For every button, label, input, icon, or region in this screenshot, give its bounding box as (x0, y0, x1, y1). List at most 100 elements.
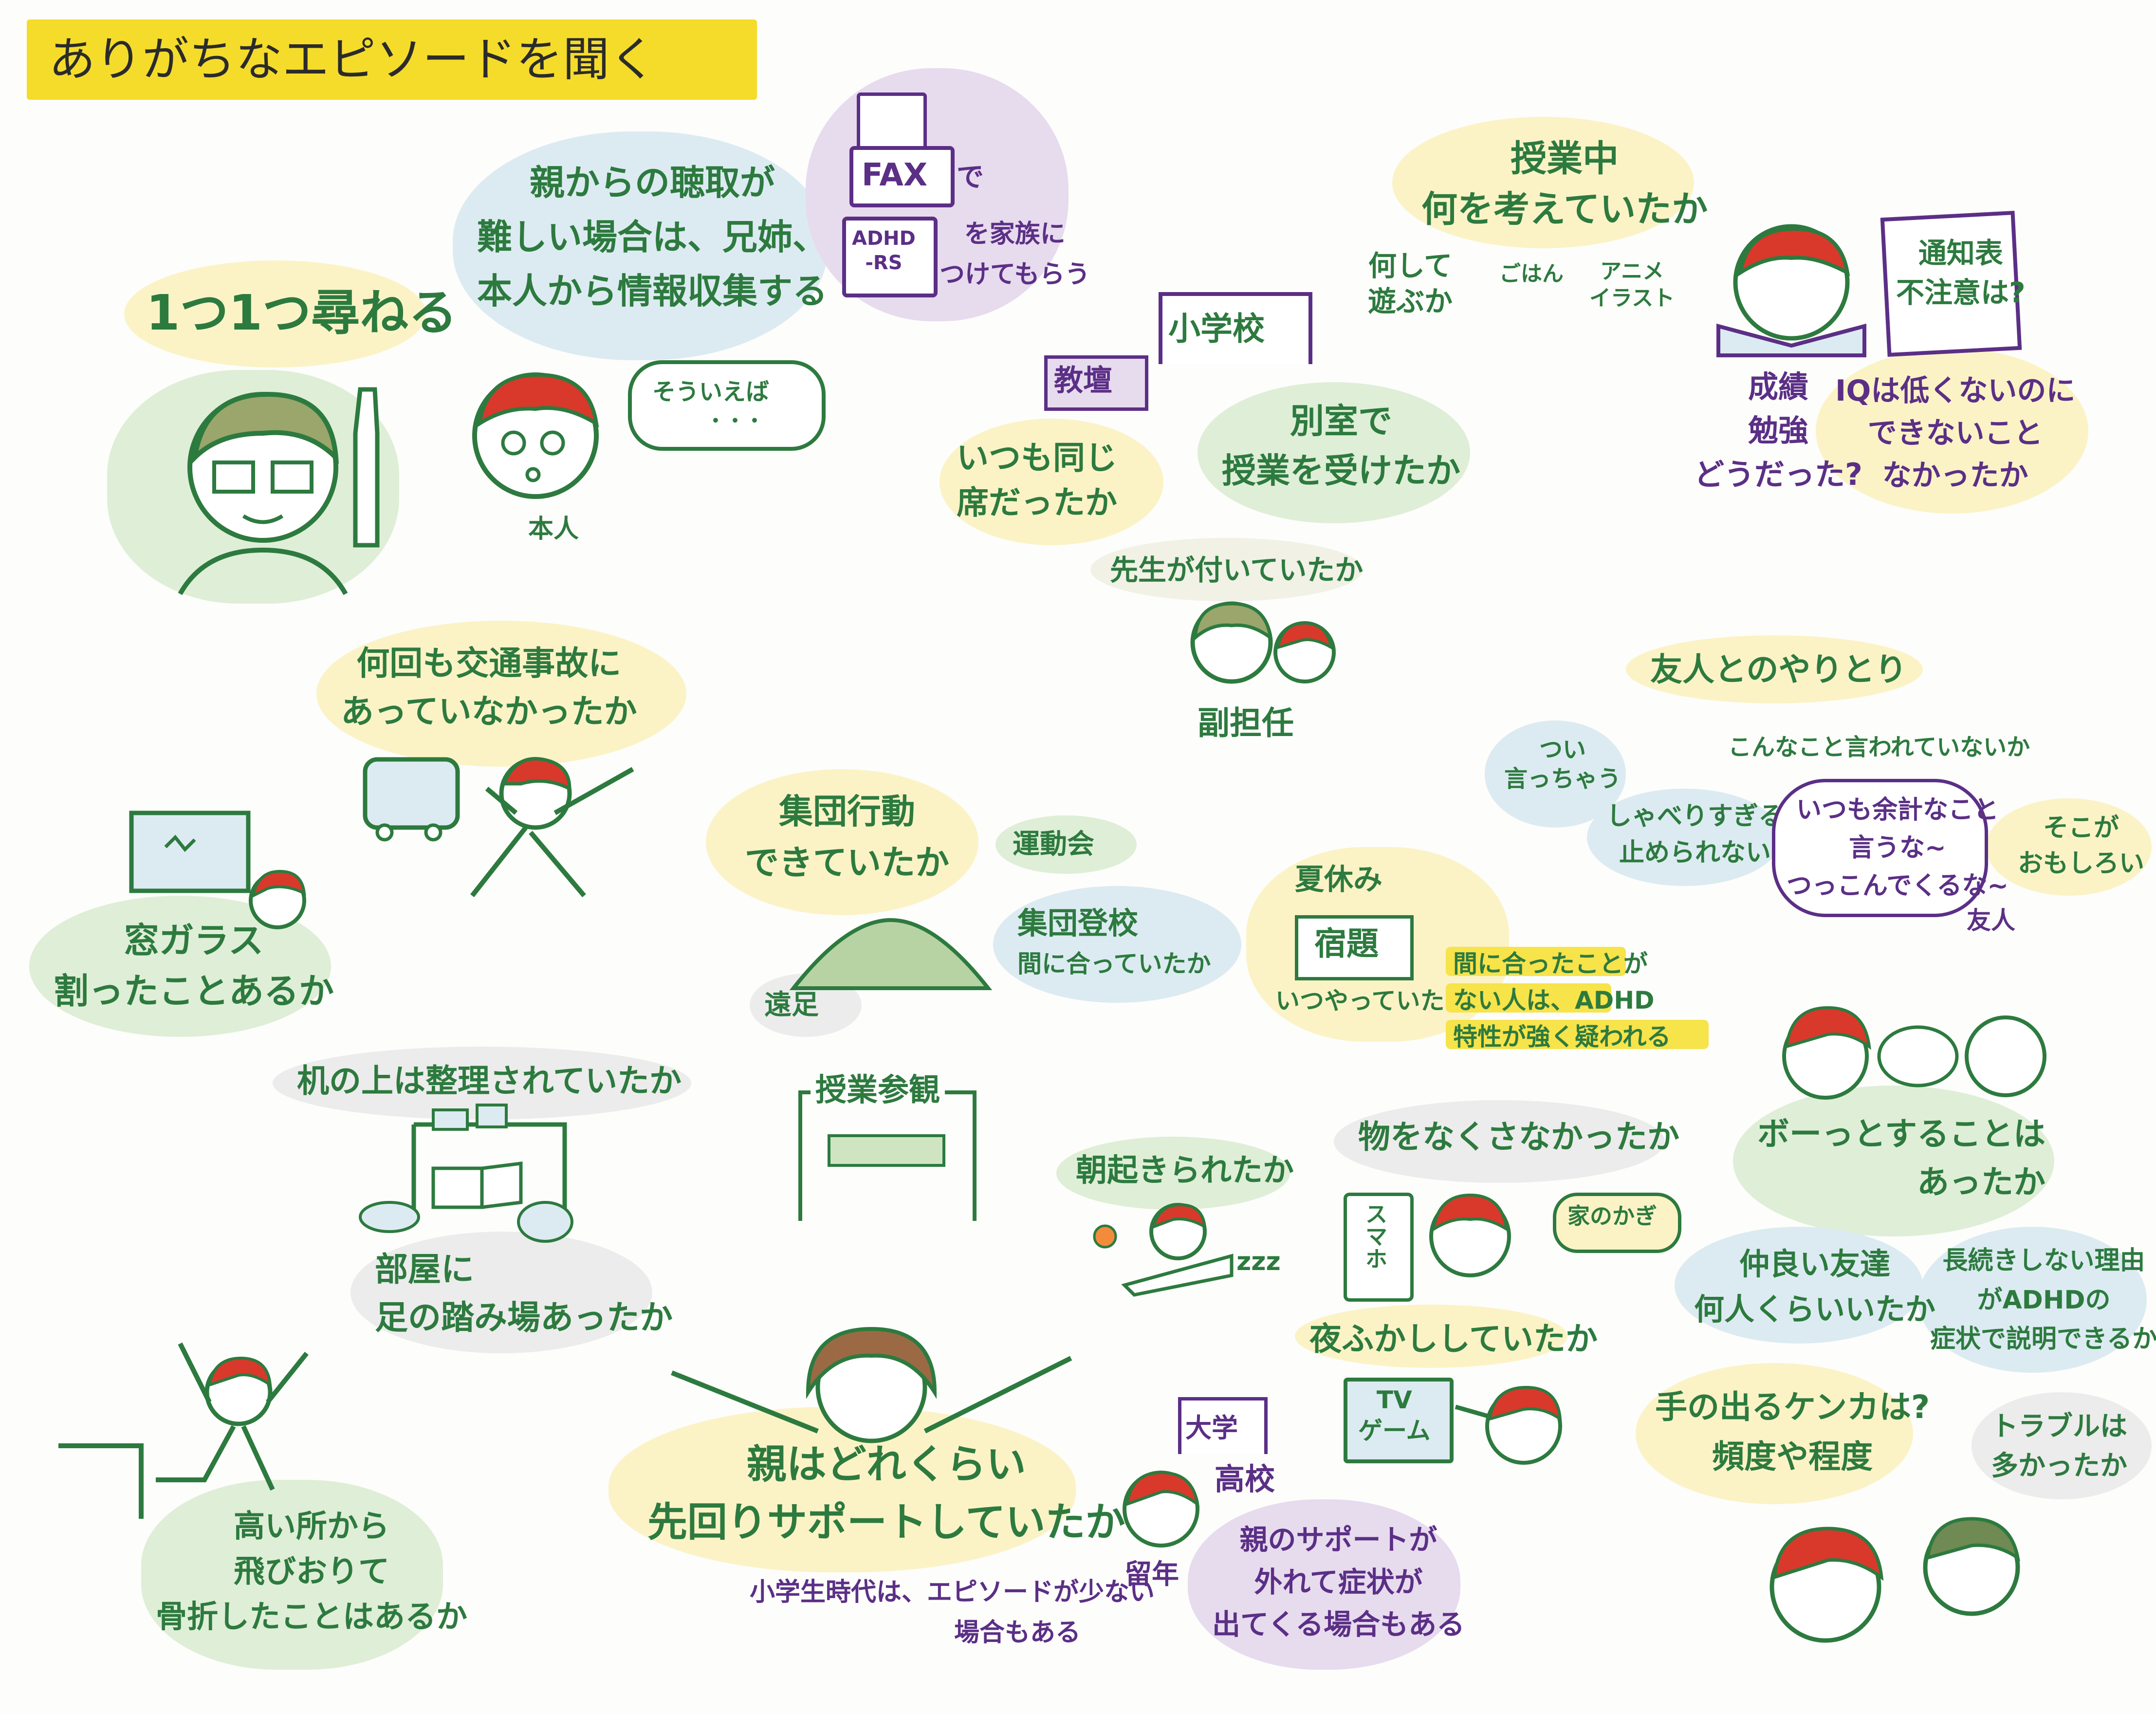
honnin-mouth (525, 467, 541, 482)
doctor-body (178, 547, 348, 595)
same-seat-bg (940, 419, 1163, 545)
zzz-label: zzz (1236, 1247, 1281, 1276)
doctor-glasses-left (212, 461, 255, 494)
fight-illustration (1769, 1517, 2020, 1643)
yuujin-label: 友人 (1967, 906, 2015, 935)
window-crack-icon (164, 834, 196, 852)
lose-face-illustration (1429, 1193, 1511, 1277)
teachers-illustration (1190, 601, 1336, 684)
summer-note-line-2: ない人は、ADHD (1453, 986, 1655, 1014)
tsui-bg (1485, 720, 1626, 828)
sou-ieba-label: そういえば (652, 378, 770, 405)
grades-line-3: どうだった? (1694, 456, 1862, 492)
mountain-illustration (789, 918, 993, 990)
mother-arms (671, 1356, 1072, 1434)
adhd-rs-line-2: -RS (865, 252, 903, 274)
gamer-hair (1488, 1385, 1562, 1422)
traffic-line-1: 何回も交通事故に (356, 645, 622, 683)
group-action-label: 集団行動 できていたか (745, 786, 949, 888)
traffic-label: 何回も交通事故に あっていなかったか (341, 640, 637, 736)
adhd-rs-label: ADHD -RS (852, 226, 916, 275)
fax-box (849, 146, 955, 207)
separate-room-line-2: 授業を受けたか (1222, 450, 1460, 491)
during-class-line-2: 何を考えていたか (1421, 188, 1708, 230)
blackboard (828, 1134, 945, 1167)
anime-line-1: アニメ (1600, 259, 1664, 284)
group-action-line-2: できていたか (745, 843, 949, 883)
fight-line-1: 手の出るケンカは? (1655, 1388, 1930, 1426)
teacher-attached-bg (1090, 538, 1363, 601)
doctor-hand (353, 387, 380, 548)
iq-bg (1816, 348, 2088, 514)
group-action-bg (706, 769, 978, 915)
fax-rest-line-1: を家族に (964, 220, 1066, 249)
boy-hair (251, 869, 306, 899)
ensoku-label: 遠足 (764, 989, 819, 1021)
sleeper-hair (1151, 1203, 1207, 1230)
summer-note-highlight-2 (1446, 983, 1611, 1013)
page-title: ありがちなエピソードを聞く (49, 32, 656, 87)
school-building (1159, 292, 1312, 364)
tv-gamer-illustration (1455, 1385, 1562, 1465)
support-off-line-3: 出てくる場合もある (1212, 1608, 1465, 1641)
night-bg (1295, 1305, 1567, 1368)
desk-blob-2 (517, 1201, 573, 1243)
during-class-bg (1392, 117, 1694, 248)
cliff-edge (58, 1443, 144, 1519)
parent-hearing-line-2: 難しい場合は、兄姉、 (477, 216, 828, 258)
shukudai-box (1295, 915, 1414, 980)
boo-line-1: ボーっとすることは (1757, 1115, 2046, 1153)
teacher-attached-label: 先生が付いていたか (1110, 553, 1364, 587)
separate-room-line-1: 別室で (1290, 401, 1392, 441)
car-body (363, 757, 460, 830)
iq-line-3: なかったか (1882, 459, 2028, 493)
doctor-glasses-right (271, 461, 313, 494)
sou-ieba-dots: ・・・ (706, 410, 764, 432)
trouble-label: トラブルは 多かったか (1991, 1407, 2127, 1486)
summer-label-1: 夏休み (1295, 863, 1382, 897)
grades-line-2: 勉強 (1748, 412, 1808, 448)
traffic-line-2: あっていなかったか (341, 692, 637, 731)
iq-label: IQは低くないのに できないこと なかったか (1835, 370, 2075, 497)
fukutannin-label: 副担任 (1198, 704, 1294, 742)
fax-label: FAX (862, 157, 928, 193)
room-line-2: 足の踏み場あったか (375, 1298, 673, 1337)
daigaku-label: 大学 (1185, 1413, 1238, 1443)
support-off-line-2: 外れて症状が (1254, 1566, 1423, 1599)
support-off-line-1: 親のサポートが (1239, 1523, 1437, 1556)
jumper-illustration (58, 1342, 309, 1519)
kyoudan-box (1044, 355, 1148, 411)
iq-line-1: IQは低くないのに (1835, 374, 2076, 408)
koukou-label: 高校 (1215, 1461, 1275, 1497)
fax-rest: を家族に つけてもらう (940, 214, 1090, 295)
itsumo-line-2: 言うな~ (1849, 833, 1946, 863)
fax-doc (857, 92, 927, 153)
room-line-1: 部屋に (375, 1251, 475, 1289)
honnin-hair (477, 372, 599, 428)
separate-room-label: 別室で 授業を受けたか (1222, 397, 1460, 496)
lose-hair (1432, 1193, 1509, 1232)
trouble-line-2: 多かったか (1991, 1450, 2127, 1482)
desk-illustration (359, 1104, 573, 1243)
friends-faces-illustration (1782, 1006, 2046, 1100)
high-place-line-1: 高い所から (234, 1509, 389, 1545)
group-school-label: 集団登校 間に合っていたか (1017, 901, 1211, 982)
boo-label: ボーっとすることは あったか (1757, 1110, 2045, 1206)
thinking-student-illustration (1716, 224, 1866, 357)
parents-support-label: 親はどれくらい 先回りサポートしていたか (647, 1436, 1125, 1552)
itsumo-line-3: つっこんでくるな~ (1787, 871, 2009, 901)
same-seat-line-1: いつも同じ (957, 439, 1117, 477)
shaberi-line-2: 止められない (1619, 838, 1771, 868)
elem-note-line-2: 場合もある (954, 1618, 1081, 1648)
friend-hair-1 (1785, 1006, 1871, 1050)
itsumo-line-1: いつも余計なこと (1796, 795, 1999, 825)
sokoga-label: そこが おもしろい (2018, 811, 2144, 882)
itsumo-bubble (1772, 779, 1988, 917)
report-card-label: 通知表 不注意は? (1896, 234, 2026, 313)
anime-label: アニメ イラスト (1589, 258, 1675, 312)
friends-bg (1626, 635, 1923, 703)
student-hair-2 (1276, 621, 1334, 650)
report-card-line-2: 不注意は? (1896, 276, 2026, 310)
konna-label: こんなこと言われていないか (1728, 734, 2030, 761)
separate-room-bg (1198, 382, 1470, 523)
